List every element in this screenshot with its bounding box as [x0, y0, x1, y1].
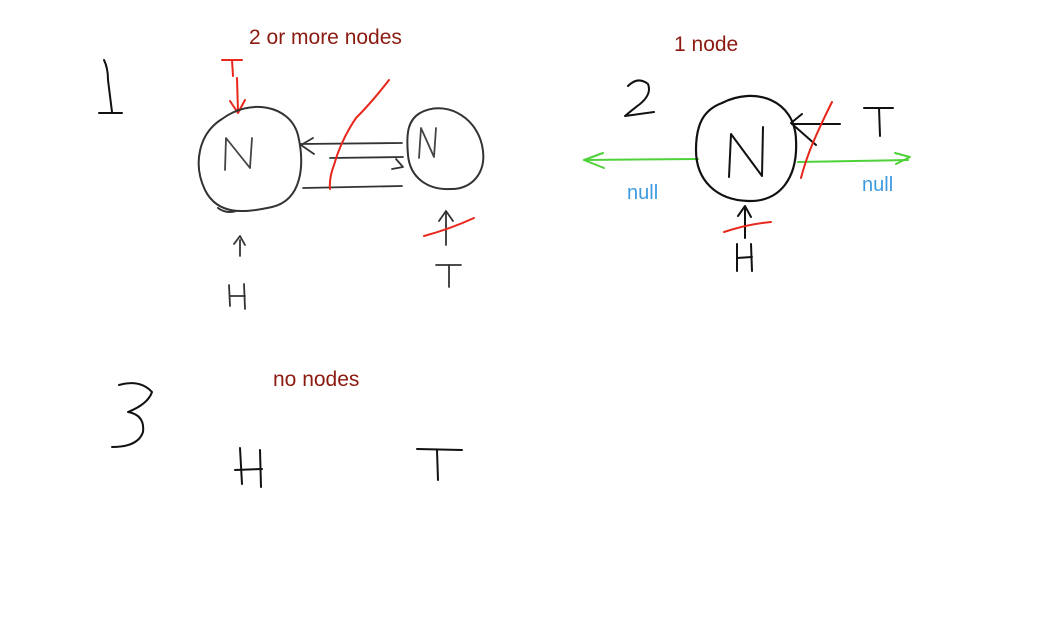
tail-pointer [423, 210, 475, 288]
node-links [299, 137, 404, 189]
case-2-number [624, 79, 655, 117]
case-2-caption: 1 node [674, 33, 738, 56]
null-label-right: null [862, 174, 893, 196]
case-1-number [98, 59, 123, 114]
single-node [694, 94, 798, 203]
case-3-group: no nodes [111, 368, 463, 488]
link-crossed-out [328, 79, 390, 190]
head-pointer-single [723, 205, 772, 272]
null-label-left: null [627, 182, 658, 204]
head-pointer [228, 235, 246, 310]
case-3-caption: no nodes [273, 368, 359, 391]
node-2 [406, 107, 485, 191]
case-2-group: 1 node null null [583, 33, 911, 272]
case-1-caption: 2 or more nodes [249, 26, 402, 49]
case-1-group: 2 or more nodes [98, 26, 485, 310]
head-pointer-empty [234, 447, 263, 488]
tail-pointer-empty [416, 448, 463, 481]
null-arrows [583, 152, 911, 169]
case-3-number [111, 382, 153, 448]
tail-pointer-single [790, 101, 894, 179]
tail-pointer-crossed-out [221, 59, 246, 114]
node-1 [197, 105, 303, 213]
